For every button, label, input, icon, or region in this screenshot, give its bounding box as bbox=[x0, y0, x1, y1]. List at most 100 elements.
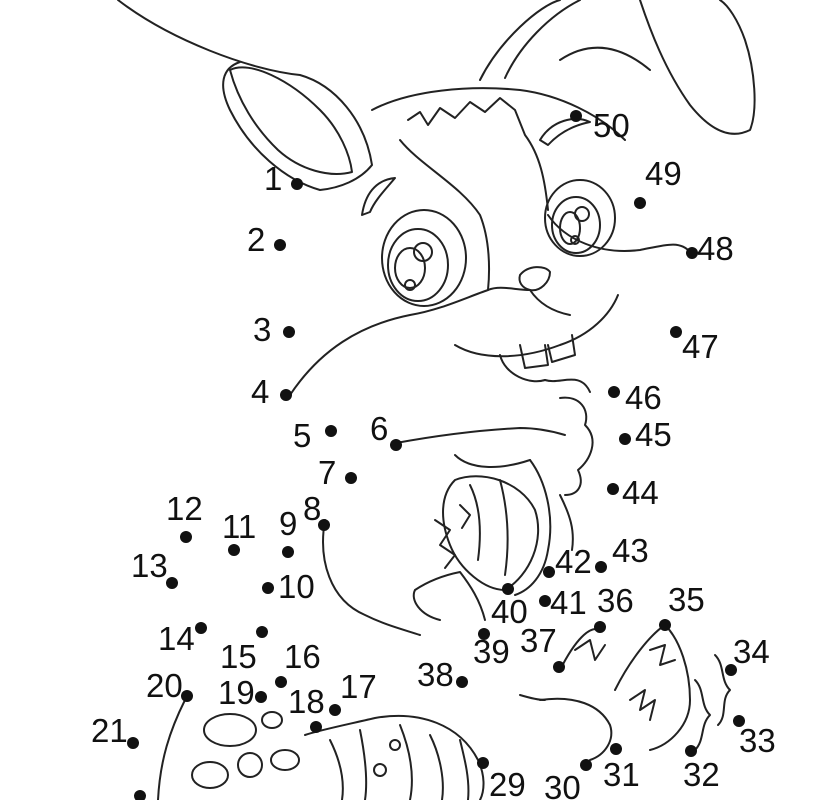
dot-label-45: 45 bbox=[635, 416, 672, 453]
dot-label-29: 29 bbox=[489, 766, 526, 800]
dot-37 bbox=[553, 661, 565, 673]
dot-29 bbox=[477, 757, 489, 769]
dot-14 bbox=[195, 622, 207, 634]
dot-partial bbox=[134, 790, 146, 800]
dot-label-30: 30 bbox=[544, 769, 581, 800]
head bbox=[289, 87, 691, 444]
left-ear bbox=[117, 0, 373, 191]
dot-49 bbox=[634, 197, 646, 209]
dot-43 bbox=[595, 561, 607, 573]
dot-label-34: 34 bbox=[733, 633, 770, 670]
dot-34 bbox=[725, 664, 737, 676]
dot-label-21: 21 bbox=[91, 712, 128, 749]
dot-17 bbox=[329, 704, 341, 716]
left-eye bbox=[381, 209, 467, 307]
right-eyebrow bbox=[539, 118, 591, 146]
dot-label-37: 37 bbox=[520, 622, 557, 659]
dot-label-39: 39 bbox=[473, 633, 510, 670]
dot-11 bbox=[228, 544, 240, 556]
dot-label-42: 42 bbox=[555, 543, 592, 580]
dot-10 bbox=[262, 582, 274, 594]
dot-19 bbox=[255, 691, 267, 703]
dot-21 bbox=[127, 737, 139, 749]
dot-6 bbox=[390, 439, 402, 451]
dot-4 bbox=[280, 389, 292, 401]
dot-label-40: 40 bbox=[491, 593, 528, 630]
nose-and-mouth bbox=[454, 266, 619, 393]
dot-label-6: 6 bbox=[370, 410, 388, 447]
dot-41 bbox=[539, 595, 551, 607]
dot-2 bbox=[274, 239, 286, 251]
dot-36 bbox=[594, 621, 606, 633]
dot-label-49: 49 bbox=[645, 155, 682, 192]
held-egg bbox=[434, 475, 540, 591]
dot-40 bbox=[502, 583, 514, 595]
dot-12 bbox=[180, 531, 192, 543]
dot-31 bbox=[610, 743, 622, 755]
dot-label-48: 48 bbox=[697, 230, 734, 267]
dot-label-32: 32 bbox=[683, 756, 720, 793]
dot-5 bbox=[325, 425, 337, 437]
dot-47 bbox=[670, 326, 682, 338]
dot-label-7: 7 bbox=[318, 454, 336, 491]
dot-20 bbox=[181, 690, 193, 702]
dot-label-14: 14 bbox=[158, 620, 195, 657]
dot-33 bbox=[733, 715, 745, 727]
dot-18 bbox=[310, 721, 322, 733]
dot-15 bbox=[256, 626, 268, 638]
dot-42 bbox=[543, 566, 555, 578]
dot-label-11: 11 bbox=[222, 508, 256, 545]
dot-45 bbox=[619, 433, 631, 445]
dot-label-38: 38 bbox=[417, 656, 454, 693]
dot-35 bbox=[659, 619, 671, 631]
dot-label-47: 47 bbox=[682, 328, 719, 365]
dot-7 bbox=[345, 472, 357, 484]
dot-label-33: 33 bbox=[739, 722, 776, 759]
dot-label-16: 16 bbox=[284, 638, 321, 675]
body bbox=[322, 396, 594, 636]
dot-13 bbox=[166, 577, 178, 589]
dot-label-4: 4 bbox=[251, 373, 269, 410]
dot-50 bbox=[570, 110, 582, 122]
dot-label-17: 17 bbox=[340, 668, 377, 705]
right-ear bbox=[479, 0, 756, 135]
left-eyebrow bbox=[361, 177, 396, 216]
right-eye bbox=[544, 179, 616, 257]
dot-label-31: 31 bbox=[603, 756, 640, 793]
dot-label-50: 50 bbox=[593, 107, 630, 144]
dot-label-1: 1 bbox=[264, 160, 282, 197]
dot-label-3: 3 bbox=[253, 311, 271, 348]
dot-8 bbox=[318, 519, 330, 531]
dot-label-10: 10 bbox=[278, 568, 315, 605]
dot-label-44: 44 bbox=[622, 474, 659, 511]
dot-label-15: 15 bbox=[220, 638, 257, 675]
dot-label-35: 35 bbox=[668, 581, 705, 618]
dot-44 bbox=[607, 483, 619, 495]
dot-32 bbox=[685, 745, 697, 757]
numbered-dots: 1 2 3 4 5 6 7 8 9 10 11 12 13 14 15 16 1 bbox=[91, 107, 776, 800]
dot-39 bbox=[478, 628, 490, 640]
dot-label-43: 43 bbox=[612, 532, 649, 569]
dot-label-46: 46 bbox=[625, 379, 662, 416]
dot-label-41: 41 bbox=[550, 584, 587, 621]
dot-48 bbox=[686, 247, 698, 259]
dot-label-12: 12 bbox=[166, 490, 203, 527]
dot-label-2: 2 bbox=[247, 221, 265, 258]
dot-label-8: 8 bbox=[303, 490, 321, 527]
dot-16 bbox=[275, 676, 287, 688]
dot-label-36: 36 bbox=[597, 582, 634, 619]
bottom-eggs bbox=[157, 699, 485, 800]
dot-label-19: 19 bbox=[218, 674, 255, 711]
dot-30 bbox=[580, 759, 592, 771]
dot-label-5: 5 bbox=[293, 417, 311, 454]
dot-label-20: 20 bbox=[146, 667, 183, 704]
dot-1 bbox=[291, 178, 303, 190]
dot-label-13: 13 bbox=[131, 547, 168, 584]
dot-9 bbox=[282, 546, 294, 558]
dot-38 bbox=[456, 676, 468, 688]
dot-label-18: 18 bbox=[288, 683, 325, 720]
dot-46 bbox=[608, 386, 620, 398]
dot-3 bbox=[283, 326, 295, 338]
